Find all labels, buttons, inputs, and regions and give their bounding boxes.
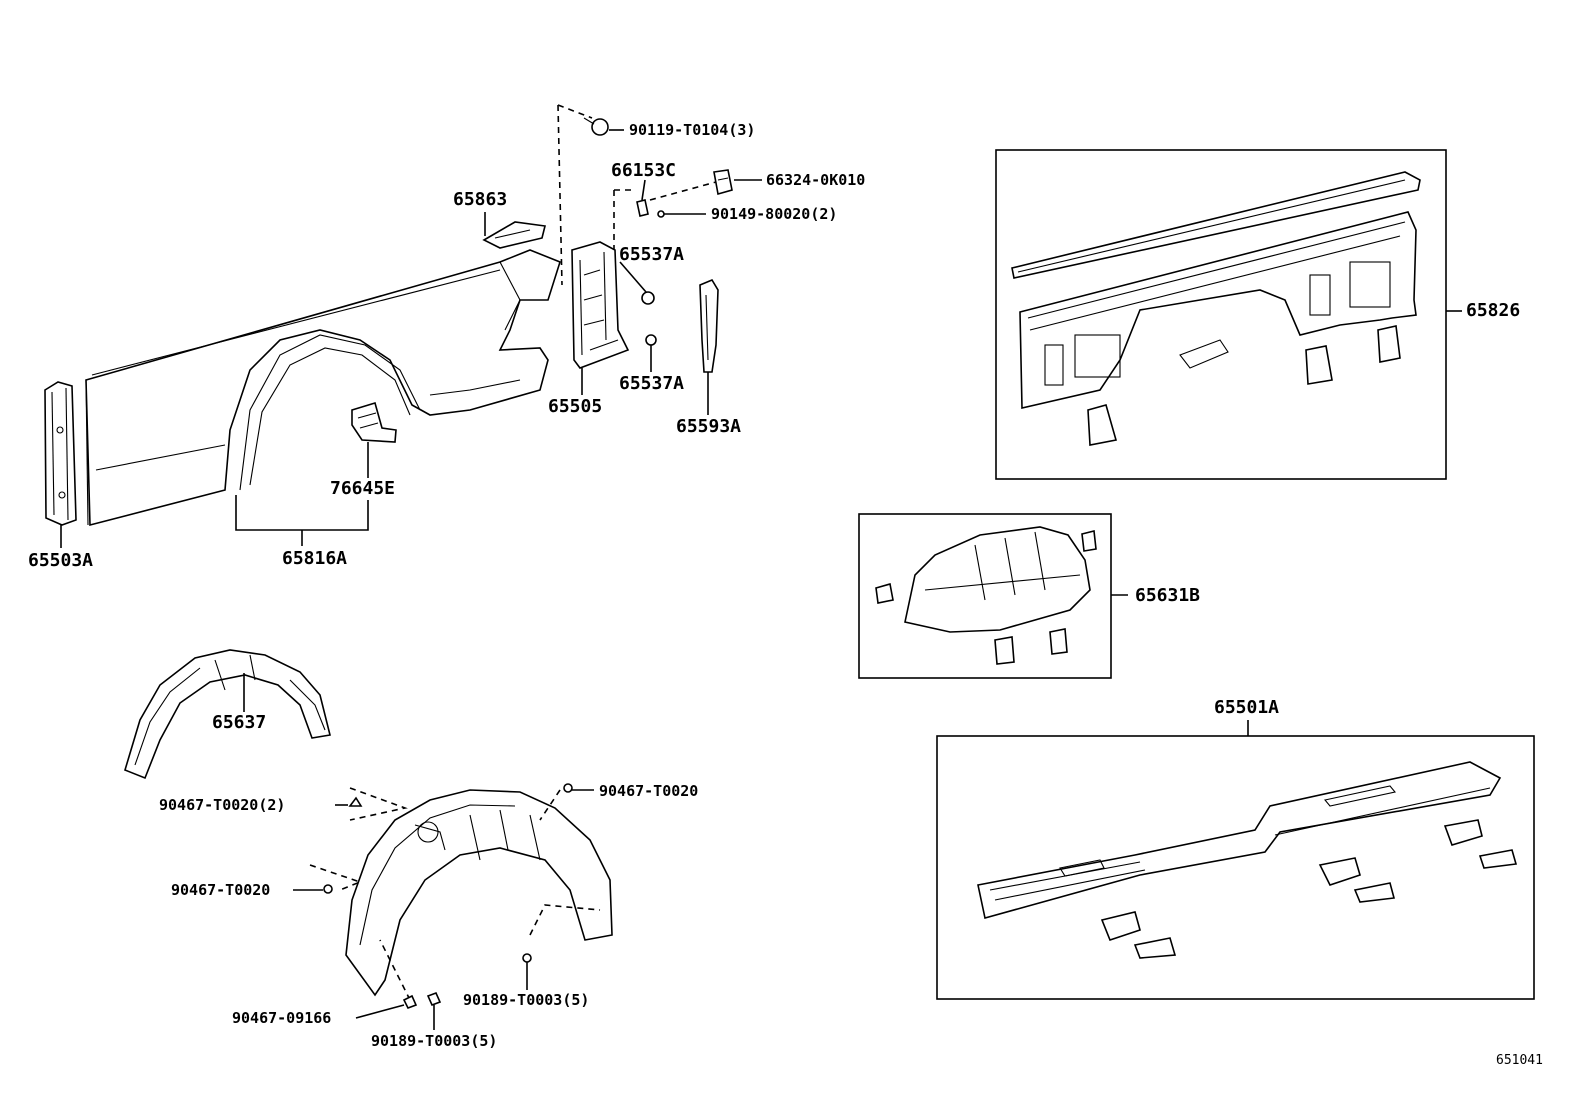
dashed-guide-bolt-top <box>557 104 593 119</box>
label-76645E: 76645E <box>330 478 396 499</box>
label-90119: 90119-T0104(3) <box>629 121 756 139</box>
label-90467-T0020-left: 90467-T0020 <box>171 881 271 899</box>
nut-90189-right <box>522 953 532 963</box>
clip-90467-T0020-right <box>563 783 573 793</box>
label-90149: 90149-80020(2) <box>711 205 838 223</box>
pillar-65503A <box>44 381 77 526</box>
dashed-guide-66324 <box>649 181 717 201</box>
label-90467-T0020-right: 90467-T0020 <box>599 782 699 800</box>
label-90467-T0020-2: 90467-T0020(2) <box>159 796 286 814</box>
grommet-65537A-bot <box>645 334 657 346</box>
label-65537A-bottom: 65537A <box>619 373 685 394</box>
label-90189-right: 90189-T0003(5) <box>463 991 590 1009</box>
dashed-fastener-4 <box>379 939 411 1001</box>
strip-65593A <box>699 278 719 373</box>
box-65826 <box>995 149 1447 480</box>
clip-90467-T0020-left <box>323 884 333 894</box>
clip-66153C <box>636 199 649 217</box>
label-65593A: 65593A <box>676 416 742 437</box>
box-65501A <box>936 735 1535 1000</box>
wheelhouse-65631B <box>875 526 1097 665</box>
inner-panel-65826 <box>1011 171 1421 446</box>
leader-65537A-top <box>619 261 647 293</box>
floor-panel-65501A <box>977 761 1518 959</box>
label-65501A: 65501A <box>1214 697 1280 718</box>
grommet-65537A-top <box>641 291 655 305</box>
box-65631B <box>858 513 1112 679</box>
label-90189-bottom: 90189-T0003(5) <box>371 1032 498 1050</box>
dashed-guide-bolt <box>557 104 563 286</box>
clip-90467-09166 <box>402 994 418 1010</box>
label-65863: 65863 <box>453 189 508 210</box>
label-90467-09166: 90467-09166 <box>232 1009 332 1027</box>
dashed-fastener-1 <box>349 787 408 821</box>
label-65826: 65826 <box>1466 300 1521 321</box>
leader-66153C <box>641 179 646 201</box>
label-65537A-top: 65537A <box>619 244 685 265</box>
label-65816A: 65816A <box>282 548 348 569</box>
bolt-90119 <box>583 117 609 136</box>
part-66324 <box>713 169 733 196</box>
label-65637: 65637 <box>212 712 267 733</box>
screw-90149 <box>657 210 665 218</box>
fender-liner-assembly <box>345 789 613 997</box>
dashed-fastener-3 <box>309 864 363 891</box>
nut-90189-bottom <box>426 991 442 1007</box>
part-65863 <box>482 221 546 249</box>
side-panel-65816A <box>85 249 561 527</box>
leader-65816A-bracket <box>235 495 369 531</box>
clip-90467-T0020-2 <box>348 796 363 807</box>
label-66324: 66324-0K010 <box>766 171 866 189</box>
label-65505: 65505 <box>548 396 603 417</box>
dashed-fastener-5 <box>529 904 601 936</box>
figure-number: 651041 <box>1496 1053 1543 1068</box>
leader-90467-09166 <box>355 1004 405 1019</box>
bracket-65505 <box>571 241 630 369</box>
label-65503A: 65503A <box>28 550 94 571</box>
liner-65637 <box>124 649 331 780</box>
bracket-76645E <box>351 401 397 443</box>
label-66153C: 66153C <box>611 160 677 181</box>
label-65631B: 65631B <box>1135 585 1201 606</box>
